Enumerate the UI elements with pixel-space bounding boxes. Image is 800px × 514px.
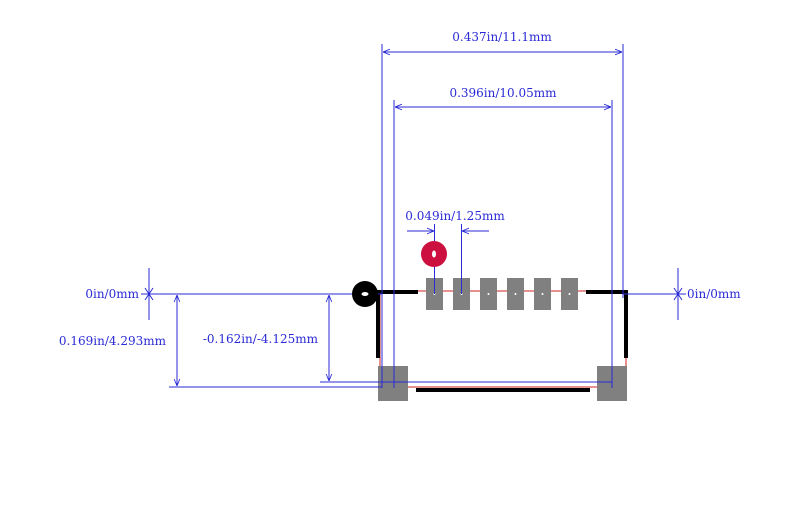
- dim-mount-offset: 0.169in/4.293mm: [59, 334, 167, 348]
- mount-pad-left: [378, 366, 408, 401]
- dim-origin-right: 0in/0mm: [687, 287, 741, 301]
- dimension-lines: [141, 44, 686, 388]
- origin-marker-icon: [352, 281, 378, 307]
- dim-pad-pitch: 0.049in/1.25mm: [405, 209, 505, 223]
- dim-row-offset: -0.162in/-4.125mm: [203, 332, 319, 346]
- dim-inner-width: 0.396in/10.05mm: [449, 86, 557, 100]
- dim-overall-width: 0.437in/11.1mm: [452, 30, 552, 44]
- dim-origin-left: 0in/0mm: [85, 287, 139, 301]
- silkscreen-outline: [376, 290, 628, 392]
- courtyard-outline: [379, 290, 627, 388]
- mount-pads: [378, 366, 627, 401]
- signal-pads: [426, 278, 578, 310]
- pin1-marker-icon: [421, 241, 447, 267]
